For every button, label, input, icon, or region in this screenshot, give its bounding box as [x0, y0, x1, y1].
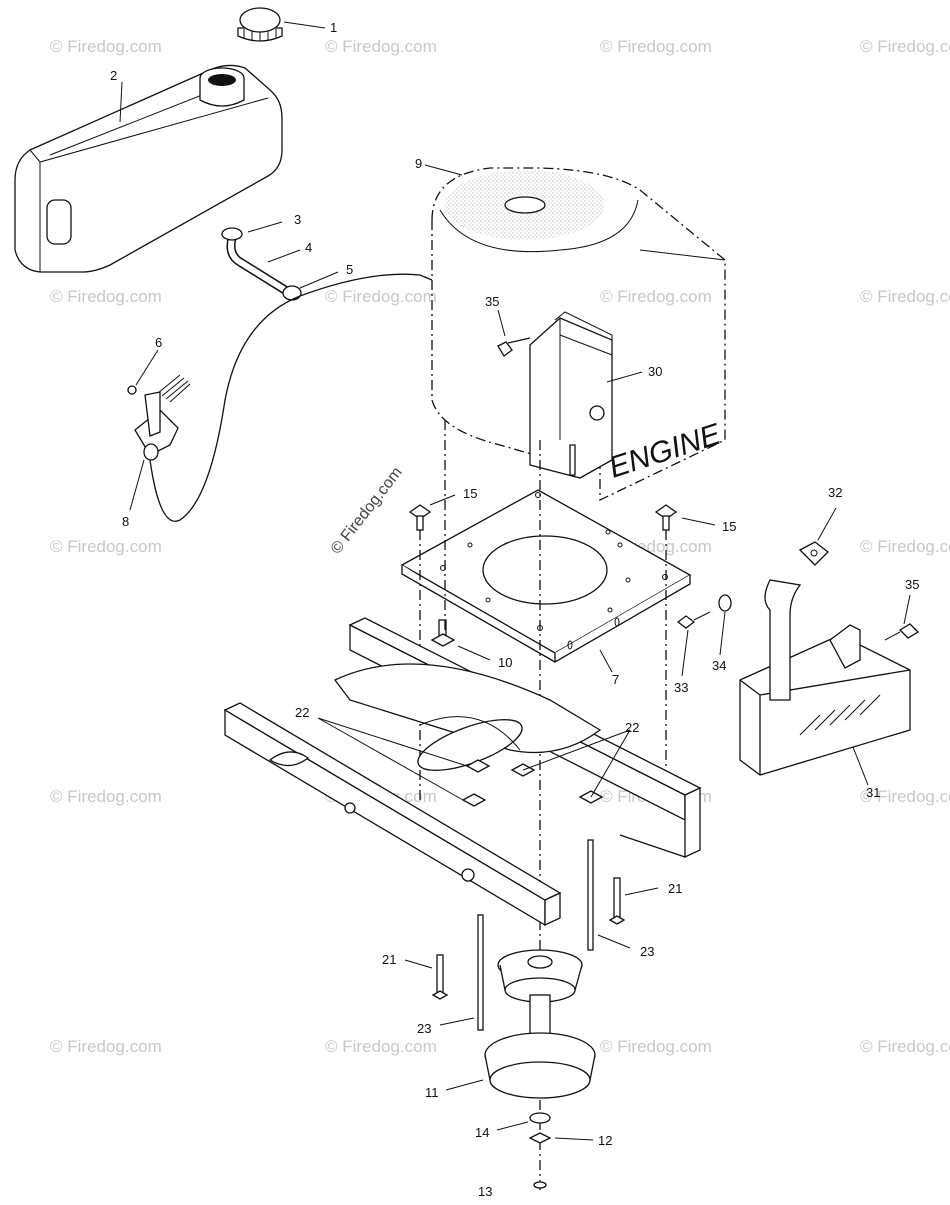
washer-icon	[529, 1112, 551, 1124]
stud-icon	[587, 839, 594, 951]
callout-14: 14	[475, 1125, 489, 1140]
bolt-icon	[608, 877, 626, 925]
gasket-icon	[798, 541, 829, 566]
callout-31: 31	[866, 785, 880, 800]
nut-icon	[461, 793, 487, 807]
callout-3: 3	[294, 212, 301, 227]
watermark: © Firedog.com	[325, 1037, 437, 1056]
washer-icon	[533, 1181, 547, 1189]
callout-21: 21	[668, 881, 682, 896]
muffler	[739, 579, 911, 776]
blower-housing	[529, 311, 613, 479]
watermark-layer: © Firedog.com © Firedog.com © Firedog.co…	[50, 37, 950, 1056]
callout-34: 34	[712, 658, 726, 673]
watermark: © Firedog.com	[50, 537, 162, 556]
fuel-cap	[237, 7, 283, 42]
callout-1: 1	[330, 20, 337, 35]
washer-icon	[718, 594, 732, 612]
watermark: © Firedog.com	[860, 1037, 950, 1056]
watermark: © Firedog.com	[325, 37, 437, 56]
chassis-frame	[223, 617, 702, 927]
callout-10: 10	[498, 655, 512, 670]
bolt-icon	[497, 337, 531, 357]
callout-30: 30	[648, 364, 662, 379]
watermark: © Firedog.com	[50, 37, 162, 56]
callout-9: 9	[415, 156, 422, 171]
watermark: © Firedog.com	[600, 37, 712, 56]
bolt-icon	[408, 504, 432, 531]
callout-33: 33	[674, 680, 688, 695]
callout-32: 32	[828, 485, 842, 500]
callout-22: 22	[295, 705, 309, 720]
watermark: © Firedog.com	[860, 787, 950, 806]
callout-23: 23	[417, 1021, 431, 1036]
nut-icon	[528, 1132, 552, 1144]
bolt-icon	[431, 954, 449, 1000]
callout-4: 4	[305, 240, 312, 255]
bolt-icon	[676, 611, 711, 629]
watermark: © Firedog.com	[50, 287, 162, 306]
callout-6: 6	[155, 335, 162, 350]
callout-22: 22	[625, 720, 639, 735]
callout-21: 21	[382, 952, 396, 967]
watermark: © Firedog.com	[50, 787, 162, 806]
pulley-icon	[484, 949, 596, 1099]
hose-clamp-icon	[221, 227, 243, 241]
callout-35: 35	[485, 294, 499, 309]
nut-icon	[465, 759, 491, 773]
callout-labels: 1 2 3 4 5 6 7 8 9 10 11 12 13 14 15 15 2…	[110, 20, 919, 1199]
engine-label: ENGINE	[605, 417, 726, 484]
stud-icon	[477, 914, 484, 1031]
hose-clamp-icon	[282, 285, 302, 301]
callout-5: 5	[346, 262, 353, 277]
callout-8: 8	[122, 514, 129, 529]
watermark: © Firedog.com	[325, 287, 437, 306]
callout-7: 7	[612, 672, 619, 687]
callout-15: 15	[463, 486, 477, 501]
callout-35: 35	[905, 577, 919, 592]
callout-23: 23	[640, 944, 654, 959]
watermark: © Firedog.com	[600, 287, 712, 306]
fuel-tank	[14, 64, 283, 273]
watermark: © Firedog.com	[328, 464, 406, 557]
fuel-line	[221, 227, 302, 301]
watermark: © Firedog.com	[600, 1037, 712, 1056]
callout-15: 15	[722, 519, 736, 534]
bolt-icon	[884, 623, 920, 641]
watermark: © Firedog.com	[860, 37, 950, 56]
callout-13: 13	[478, 1184, 492, 1199]
engine-mount-plate	[400, 489, 692, 664]
leader-lines	[119, 21, 911, 1141]
bolt-icon	[430, 619, 456, 647]
bolt-icon	[654, 504, 678, 531]
throttle-control	[127, 374, 191, 461]
callout-12: 12	[598, 1133, 612, 1148]
callout-2: 2	[110, 68, 117, 83]
callout-11: 11	[425, 1085, 439, 1100]
watermark: © Firedog.com	[860, 287, 950, 306]
watermark: © Firedog.com	[50, 1037, 162, 1056]
watermark: © Firedog.com	[860, 537, 950, 556]
